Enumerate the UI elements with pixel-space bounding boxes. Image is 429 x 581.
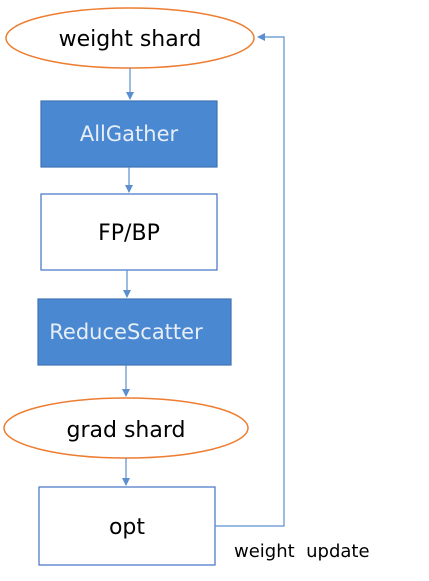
weight-shard-label: weight shard [59, 27, 202, 52]
reducescatter-box [37, 298, 232, 366]
fpbp-label: FP/BP [98, 221, 160, 246]
weight-update-label: weight update [234, 541, 370, 562]
grad-shard-node: grad shard [3, 397, 249, 459]
weight-shard-node: weight shard [5, 7, 255, 69]
reducescatter-label: ReduceScatter [49, 320, 203, 344]
opt-label: opt [109, 515, 145, 540]
allgather-label: AllGather [80, 122, 179, 146]
opt-box [38, 486, 216, 566]
fpbp-box [40, 193, 218, 271]
grad-shard-label: grad shard [67, 418, 186, 443]
allgather-node: AllGather [40, 100, 218, 168]
reducescatter-node: ReduceScatter [37, 298, 232, 366]
fpbp-node: FP/BP [40, 193, 218, 271]
allgather-box [40, 100, 218, 168]
feedback-arrow-opt-to-weight [215, 33, 285, 527]
opt-node: opt [38, 486, 216, 566]
